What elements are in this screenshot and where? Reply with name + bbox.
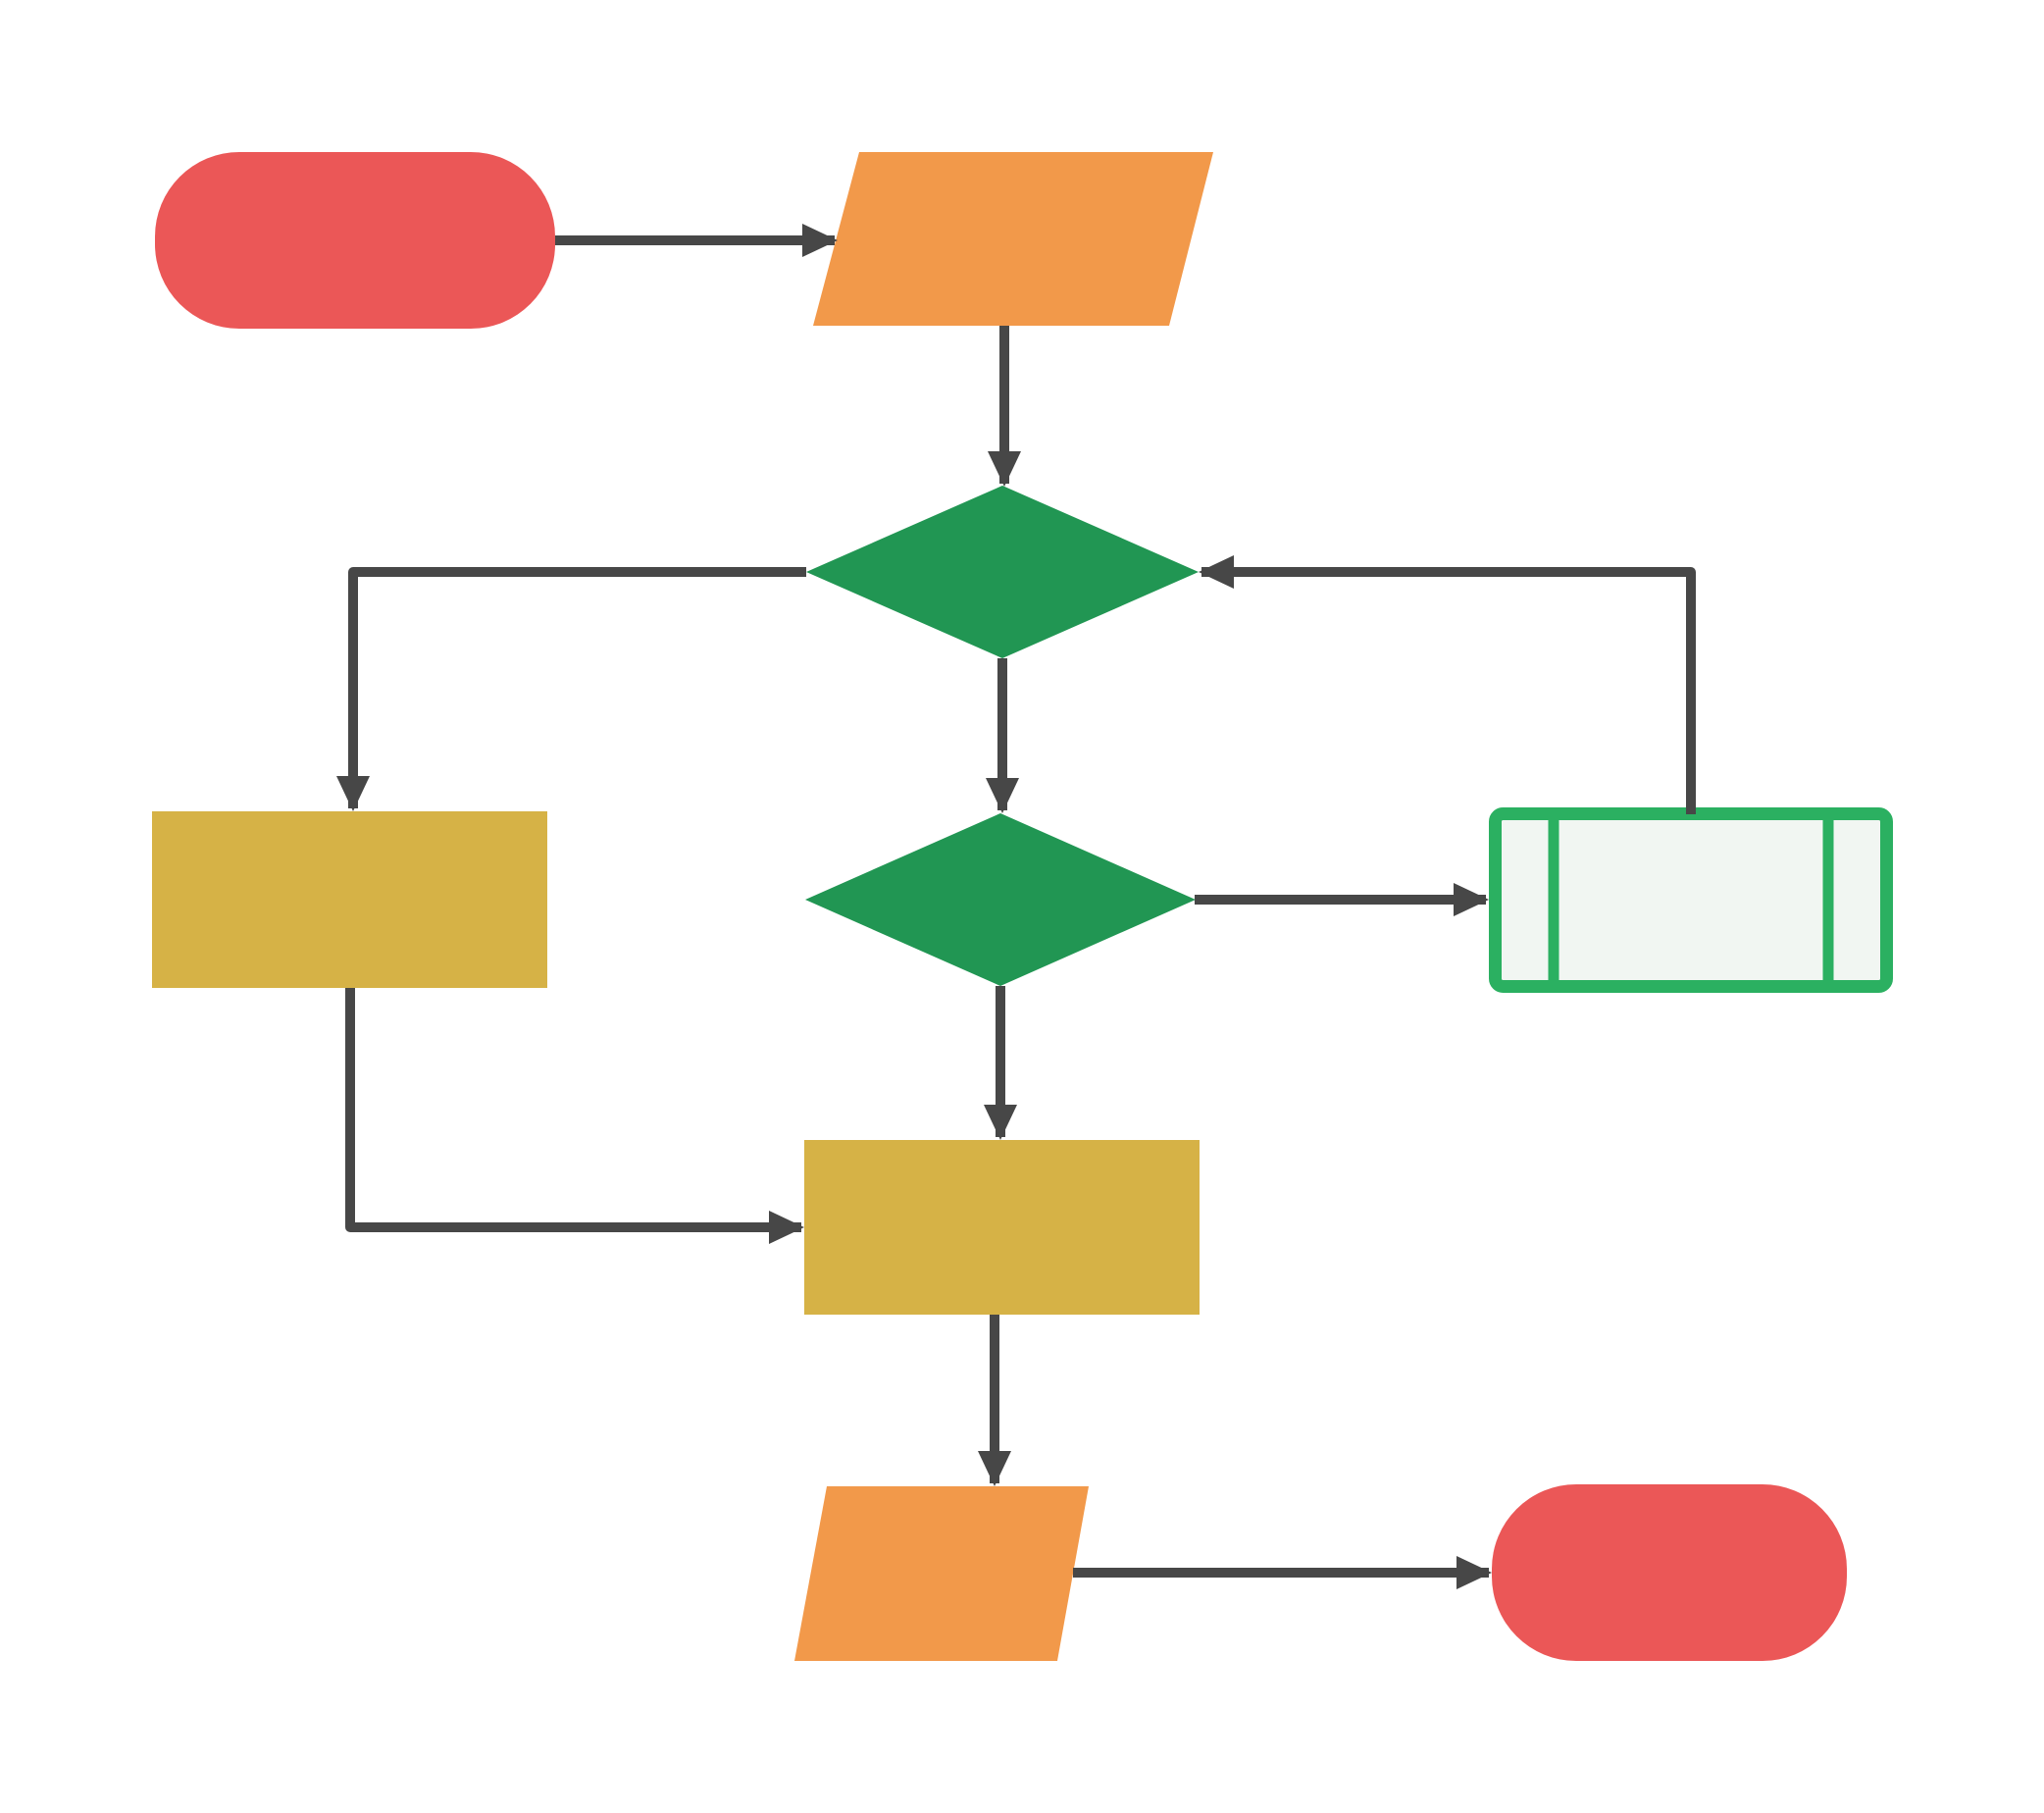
io-parallelogram-bottom <box>794 1486 1089 1661</box>
edge-decision-top-to-process-left <box>336 567 806 811</box>
decision-middle <box>805 813 1196 986</box>
start-terminator <box>155 152 555 329</box>
io-parallelogram-top <box>813 152 1213 326</box>
process-center <box>804 1140 1200 1315</box>
edge-process-left-to-process-center <box>345 988 804 1244</box>
edges-layer <box>336 224 1696 1589</box>
edge-subroutine-to-decision-top <box>1199 555 1696 814</box>
subroutine-right <box>1489 807 1893 993</box>
process-left <box>152 811 547 988</box>
decision-top <box>806 486 1199 658</box>
nodes-layer <box>152 152 1893 1661</box>
end-terminator <box>1492 1484 1847 1661</box>
